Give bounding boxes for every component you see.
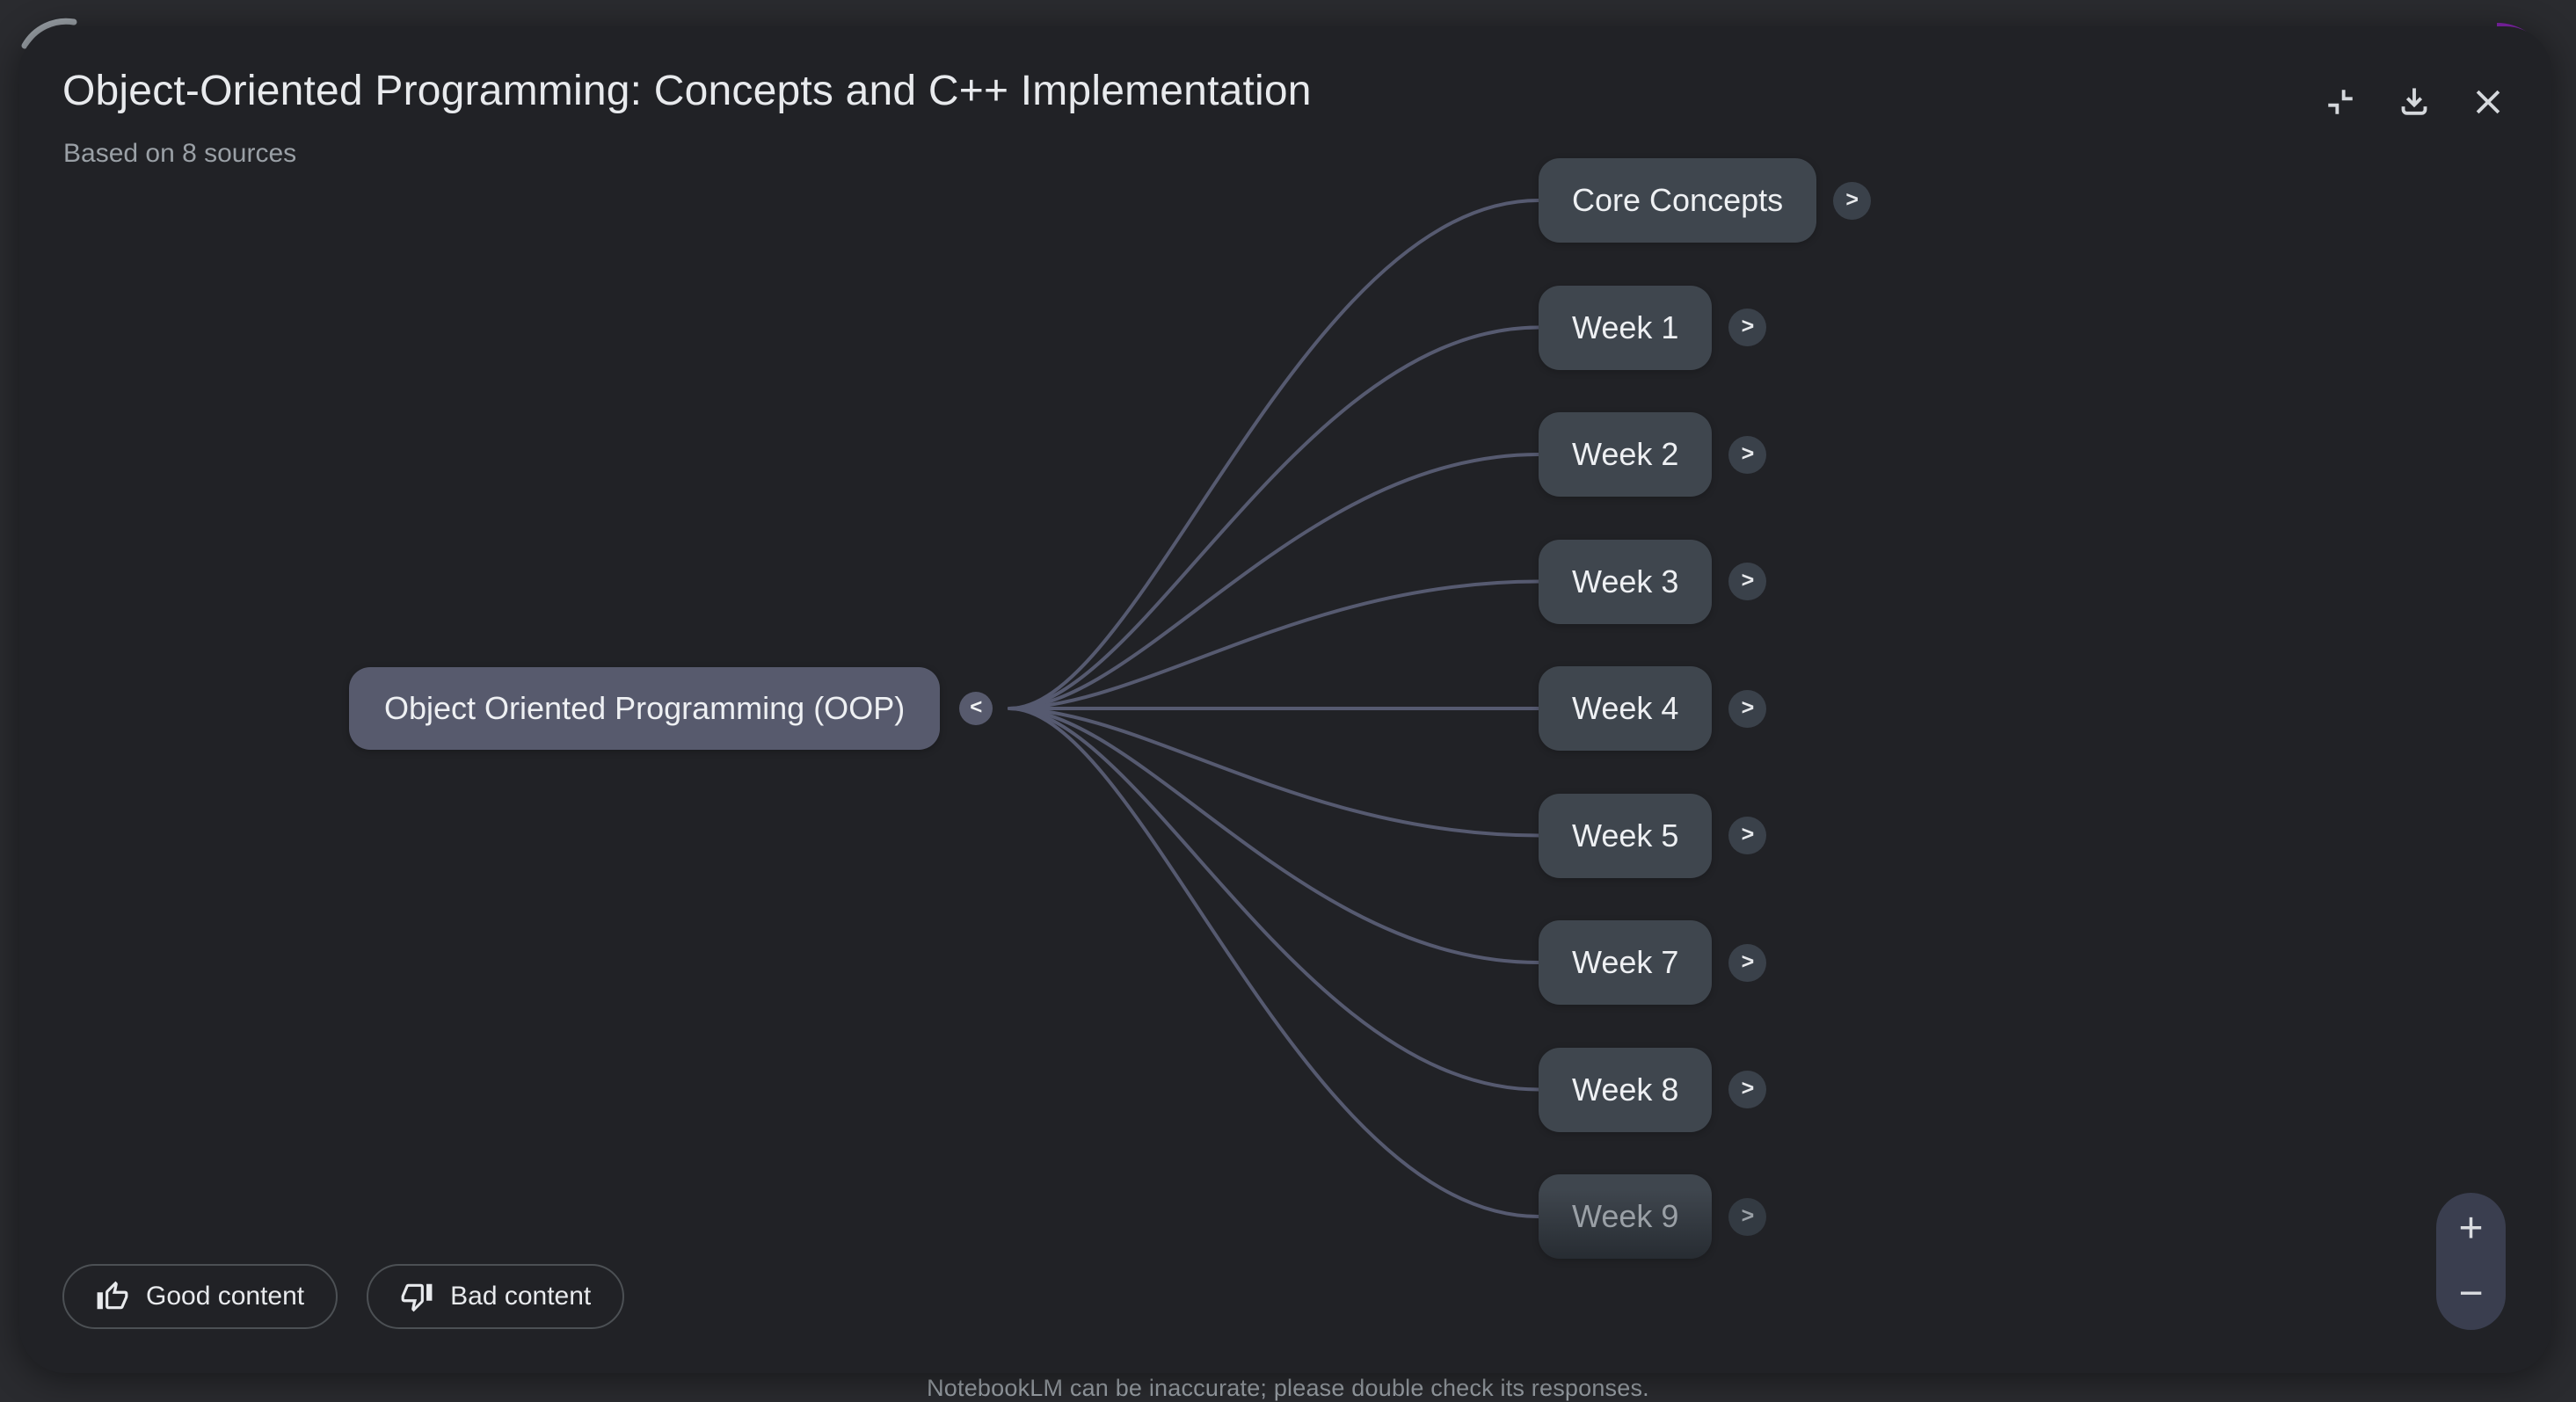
close-icon	[2476, 90, 2500, 114]
download-button[interactable]	[2393, 81, 2435, 123]
mindmap-node[interactable]: Week 8	[1539, 1047, 1713, 1132]
expand-node-button[interactable]: >	[1728, 563, 1767, 600]
feedback-bar: Good content Bad content	[62, 1264, 625, 1329]
mindmap-node-row: Week 3 >	[1539, 539, 1767, 624]
mindmap-node-row: Week 8 >	[1539, 1047, 1767, 1132]
mindmap-nodes-layer: Core Concepts > Week 1 > Week 2 > Week 3…	[19, 26, 2551, 1373]
expand-node-button[interactable]: >	[1833, 181, 1872, 220]
mindmap-node[interactable]: Week 7	[1539, 920, 1713, 1005]
zoom-in-button[interactable]: +	[2441, 1200, 2502, 1258]
collapse-icon	[2328, 90, 2353, 114]
zoom-out-button[interactable]: −	[2441, 1265, 2502, 1323]
expand-node-button[interactable]: >	[1728, 943, 1767, 982]
mindmap-node[interactable]: Week 2	[1539, 412, 1713, 497]
good-content-label: Good content	[146, 1282, 305, 1311]
bad-content-button[interactable]: Bad content	[367, 1264, 625, 1329]
header-actions	[2319, 81, 2509, 123]
mindmap-node[interactable]: Week 1	[1539, 285, 1713, 370]
spinner-arc-left	[21, 18, 77, 49]
bad-content-label: Bad content	[450, 1282, 592, 1311]
expand-node-button[interactable]: >	[1728, 1197, 1767, 1236]
root-node[interactable]: Object Oriented Programming (OOP)	[349, 667, 941, 750]
expand-node-button[interactable]: >	[1728, 309, 1767, 346]
mindmap-node-row: Week 1 >	[1539, 285, 1767, 370]
expand-node-button[interactable]: >	[1728, 1071, 1767, 1108]
mindmap-node[interactable]: Core Concepts	[1539, 158, 1817, 243]
good-content-button[interactable]: Good content	[62, 1264, 338, 1329]
disclaimer-text: NotebookLM can be inaccurate; please dou…	[927, 1375, 1649, 1401]
download-icon	[2401, 88, 2427, 115]
expand-node-button[interactable]: >	[1728, 817, 1767, 854]
mindmap-node-row: Week 7 >	[1539, 920, 1767, 1005]
mindmap-node-row: Core Concepts >	[1539, 158, 1872, 243]
mindmap-node[interactable]: Week 4	[1539, 666, 1713, 751]
mindmap-node-row: Week 5 >	[1539, 793, 1767, 878]
mindmap-node[interactable]: Week 5	[1539, 793, 1713, 878]
thumb-down-icon	[401, 1283, 433, 1312]
mindmap-node[interactable]: Week 3	[1539, 539, 1713, 624]
mindmap-dialog: Object-Oriented Programming: Concepts an…	[19, 26, 2551, 1373]
thumb-up-icon	[97, 1281, 128, 1310]
page-title: Object-Oriented Programming: Concepts an…	[62, 68, 1312, 114]
zoom-controls: + −	[2436, 1193, 2506, 1330]
mindmap-node-row: Week 9 >	[1539, 1174, 1767, 1259]
expand-node-button[interactable]: >	[1728, 435, 1767, 474]
mindmap-node-row: Week 4 >	[1539, 666, 1767, 751]
expand-node-button[interactable]: >	[1728, 689, 1767, 728]
sources-subtitle: Based on 8 sources	[63, 139, 297, 168]
mindmap-node-row: Week 2 >	[1539, 412, 1767, 497]
collapse-node-button[interactable]: <	[959, 692, 993, 725]
mindmap-node[interactable]: Week 9	[1539, 1174, 1713, 1259]
root-node-row: Object Oriented Programming (OOP) <	[349, 667, 993, 750]
close-button[interactable]	[2467, 81, 2509, 123]
collapse-button[interactable]	[2319, 81, 2361, 123]
